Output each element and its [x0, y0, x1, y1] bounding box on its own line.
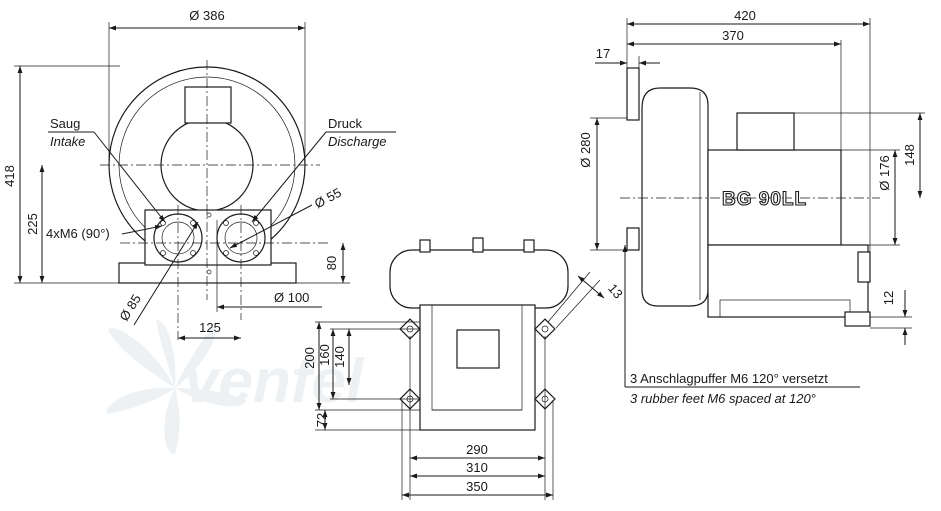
dim-diameter-100: Ø 100	[274, 290, 309, 305]
dim-diameter-176: Ø 176	[877, 155, 892, 190]
discharge-label-de: Druck	[328, 116, 362, 131]
base-side	[707, 244, 869, 318]
dim-length-370: 370	[722, 28, 744, 43]
fan-blades-icon	[106, 319, 246, 455]
intake-label-de: Saug	[50, 116, 80, 131]
feet-note-en: 3 rubber feet M6 spaced at 120°	[630, 391, 816, 406]
motor-terminal	[456, 329, 500, 369]
dim-spacing-125: 125	[199, 320, 221, 335]
dim-depth-140: 140	[332, 346, 347, 368]
dim-diameter-280: Ø 280	[578, 132, 593, 167]
terminal-box	[184, 86, 232, 124]
dim-depth-160: 160	[317, 344, 332, 366]
rear-bracket	[857, 251, 871, 283]
rubber-foot	[844, 311, 871, 327]
terminal-box-side	[736, 112, 795, 151]
dim-width-290: 290	[466, 442, 488, 457]
front-view: Ø 386 418 225 80 125 Ø 100 Ø 85 Ø 55 4xM…	[2, 8, 396, 341]
foot-top-right	[534, 318, 556, 340]
dim-height-80: 80	[324, 256, 339, 270]
side-housing	[641, 87, 709, 307]
dim-diameter-55: Ø 55	[312, 185, 344, 211]
dim-width-310: 310	[466, 460, 488, 475]
feet-note-de: 3 Anschlagpuffer M6 120° versetzt	[630, 371, 828, 386]
dim-height-418: 418	[2, 165, 17, 187]
watermark-logo: venfel	[106, 319, 365, 455]
dim-foot-12: 12	[881, 291, 896, 305]
dim-diameter-386: Ø 386	[189, 8, 224, 23]
flange-bottom	[626, 227, 640, 251]
dim-height-225: 225	[25, 213, 40, 235]
dim-offset-72: 72	[314, 413, 329, 427]
dim-width-350: 350	[466, 479, 488, 494]
dim-depth-200: 200	[302, 347, 317, 369]
dim-height-148: 148	[902, 144, 917, 166]
dim-flange-17: 17	[596, 46, 610, 61]
side-view: BG 90LL 420 370 17 Ø 280 Ø 176 148 12	[578, 8, 925, 406]
motor-casing	[707, 149, 842, 246]
bottom-view: 290 310 350 200 160 140 72 13	[302, 237, 626, 500]
discharge-label-en: Discharge	[328, 134, 387, 149]
port-stub-3	[523, 239, 535, 253]
bottom-housing	[389, 249, 569, 309]
port-stub-1	[419, 239, 431, 253]
dim-diameter-85: Ø 85	[116, 292, 144, 324]
model-label: BG 90LL	[722, 189, 807, 210]
flange-top	[626, 67, 640, 121]
port-stub-2	[472, 237, 484, 253]
intake-label-en: Intake	[50, 134, 85, 149]
dim-slot-13: 13	[605, 281, 626, 302]
thread-label: 4xM6 (90°)	[46, 226, 110, 241]
dim-length-420: 420	[734, 8, 756, 23]
